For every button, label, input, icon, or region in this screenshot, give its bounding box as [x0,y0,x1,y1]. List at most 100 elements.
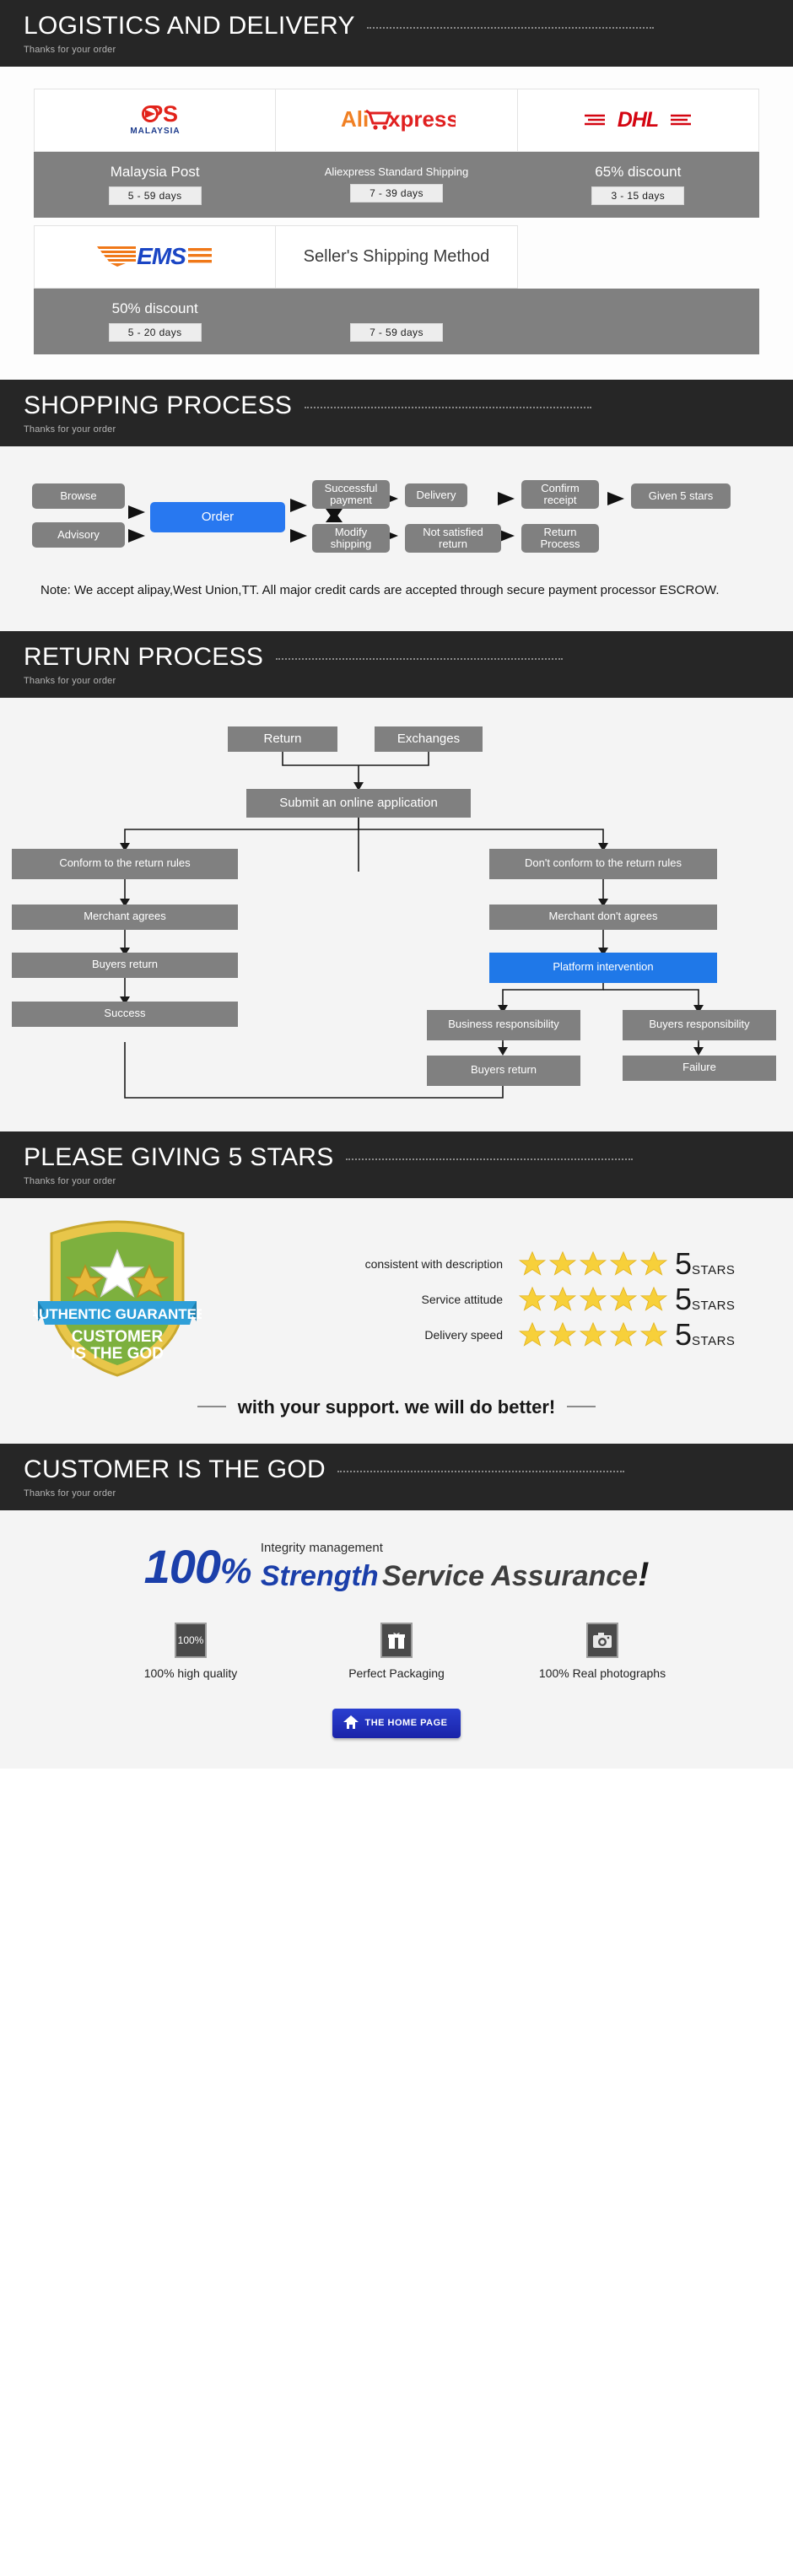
return-node-return[interactable]: Return [228,726,337,752]
rating-number: 5 [675,1281,693,1316]
carrier-name: 50% discount [111,300,198,317]
star-icon [579,1320,607,1349]
banner-dotted-rule [275,657,563,660]
banner-dotted-rule [304,407,591,408]
house-icon [343,1715,359,1732]
return-node-buyers-return-right[interactable]: Buyers return [427,1055,580,1086]
svg-text:xpress: xpress [388,106,456,132]
exclamation-mark: ! [638,1555,650,1593]
return-node-buyers-return-left[interactable]: Buyers return [12,952,238,978]
flow-node-delivery[interactable]: Delivery [405,483,467,507]
delivery-days-badge: 5 - 20 days [108,322,202,342]
label-cell-ems: 50% discount 5 - 20 days [33,288,277,354]
rating-score: 5 STARS [670,1245,764,1281]
return-node-merchant-agrees[interactable]: Merchant agrees [12,904,238,930]
logo-cell-empty [517,225,759,289]
guarantee-section: 100% Integrity management Strength Servi… [0,1509,793,1769]
shopping-process-section: Browse Advisory Order Successful payment… [0,446,793,631]
return-node-buyers-responsibility[interactable]: Buyers responsibility [623,1009,776,1040]
return-node-conform-rules[interactable]: Conform to the return rules [12,848,238,879]
carrier-label-row-1: Malaysia Post 5 - 59 days Aliexpress Sta… [33,151,760,218]
stars-banner: PLEASE GIVING 5 STARS Thanks for your or… [0,1131,793,1198]
flow-node-return-process[interactable]: Return Process [521,524,599,553]
rating-unit: STARS [692,1299,736,1314]
shield-icon: AUTHENTIC GUARANTEE CUSTOMER IS THE GOD [29,1219,206,1377]
return-flowchart-lower: Buyers return Failure [0,1041,793,1113]
return-banner: RETURN PROCESS Thanks for your order [0,630,793,698]
percent-badge-icon: 100% [175,1622,207,1658]
carrier-name-blank [276,300,516,316]
home-button-label: THE HOME PAGE [364,1718,448,1728]
return-node-failure[interactable]: Failure [623,1055,776,1081]
rating-label: consistent with description [364,1257,503,1271]
delivery-days-badge: 7 - 39 days [350,184,443,203]
star-rating-group [518,1250,670,1278]
label-cell-dhl: 65% discount 3 - 15 days [516,151,760,218]
svg-text:EMS: EMS [137,243,186,269]
return-node-submit-application[interactable]: Submit an online application [246,788,471,818]
the-home-page-button[interactable]: THE HOME PAGE [332,1708,461,1738]
logistics-subtitle: Thanks for your order [24,45,116,55]
flow-node-advisory[interactable]: Advisory [32,522,125,548]
star-icon [609,1320,638,1349]
carrier-label-row-2: 50% discount 5 - 20 days 7 - 59 days [33,288,760,354]
flow-node-not-satisfied-return[interactable]: Not satisfied return [405,524,501,553]
return-node-merchant-dont-agrees[interactable]: Merchant don't agrees [489,904,717,930]
carrier-logo-row-1: P S MALAYSIA Ali [33,89,760,152]
rating-label: Service attitude [421,1293,504,1306]
flow-node-modify-shipping[interactable]: Modify shipping [312,524,390,553]
logo-cell-aliexpress: Ali xpress [275,89,518,152]
return-node-success[interactable]: Success [12,1001,238,1027]
feature-label: 100% Real photographs [538,1666,666,1680]
table-row-spacer [34,217,759,226]
carrier-logo-row-2: EMS Seller's Shipping Method [33,225,759,289]
shopping-subtitle: Thanks for your order [24,424,116,435]
label-cell-empty [516,288,760,354]
label-cell-pos-malaysia: Malaysia Post 5 - 59 days [33,151,277,218]
logo-cell-ems: EMS [33,225,277,289]
flow-node-browse[interactable]: Browse [32,483,125,509]
rating-unit: STARS [692,1263,736,1278]
flow-node-order[interactable]: Order [150,502,285,532]
banner-dotted-rule [367,27,655,29]
delivery-days-badge: 5 - 59 days [108,186,202,205]
return-node-business-responsibility[interactable]: Business responsibility [427,1009,580,1040]
feature-high-quality: 100% 100% high quality [106,1622,275,1680]
return-process-section: Return Exchanges Submit an online applic… [0,697,793,1131]
percent-symbol: % [220,1550,252,1590]
svg-text:MALAYSIA: MALAYSIA [130,127,180,136]
gift-box-icon [380,1622,413,1658]
logo-cell-sellers-method: Seller's Shipping Method [275,225,518,289]
logistics-title: LOGISTICS AND DELIVERY [24,12,355,40]
badge-line2-text: IS THE GOD [71,1345,164,1363]
shopping-flowchart: Browse Advisory Order Successful payment… [17,465,776,566]
flow-node-given-5-stars[interactable]: Given 5 stars [631,483,731,509]
star-icon [639,1250,668,1278]
god-banner: CUSTOMER IS THE GOD Thanks for your orde… [0,1443,793,1510]
feature-label: Perfect Packaging [348,1666,445,1680]
shipping-methods-table: P S MALAYSIA Ali [33,89,760,354]
label-cell-sellers-method-days: 7 - 59 days [275,288,518,354]
shopping-title: SHOPPING PROCESS [24,392,293,419]
service-assurance-word: Service Assurance [382,1559,639,1592]
svg-text:DHL: DHL [618,108,658,132]
star-icon [518,1320,547,1349]
return-node-exchanges[interactable]: Exchanges [375,726,483,752]
rating-number: 5 [675,1245,693,1281]
carrier-name: Malaysia Post [110,164,200,181]
support-message-row: with your support. we will do better! [0,1386,793,1437]
svg-text:Ali: Ali [341,106,369,132]
logo-cell-pos-malaysia: P S MALAYSIA [33,89,277,152]
star-icon [609,1250,638,1278]
support-message: with your support. we will do better! [237,1396,556,1418]
star-rating-group [518,1320,670,1349]
return-node-dont-conform-rules[interactable]: Don't conform to the return rules [489,848,717,879]
badge-line1-text: CUSTOMER [72,1328,164,1346]
flow-node-successful-payment[interactable]: Successful payment [312,480,390,509]
flow-node-confirm-receipt[interactable]: Confirm receipt [521,480,599,509]
god-subtitle: Thanks for your order [24,1488,116,1499]
svg-text:S: S [163,101,178,127]
return-node-platform-intervention[interactable]: Platform intervention [489,952,717,983]
stars-title: PLEASE GIVING 5 STARS [24,1142,334,1171]
star-icon [579,1285,607,1314]
